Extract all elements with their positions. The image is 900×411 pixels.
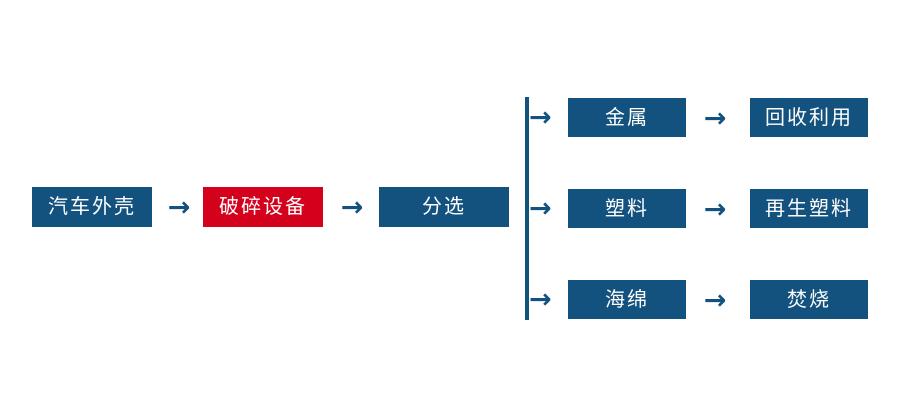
node-car-shell[interactable]: 汽车外壳 [32,187,152,227]
arrow-crusher-to-sorting-icon: → [340,191,364,223]
node-crusher-equipment[interactable]: 破碎设备 [203,187,323,227]
node-metal[interactable]: 金属 [568,98,686,137]
arrow-plastic-to-regenerated-icon: → [703,193,727,225]
node-plastic[interactable]: 塑料 [568,189,686,228]
branch-arrow-metal-icon: → [529,101,552,133]
node-sorting[interactable]: 分选 [379,187,509,227]
node-regenerated-plastic[interactable]: 再生塑料 [750,189,868,228]
branch-arrow-sponge-icon: → [529,283,552,315]
arrow-car-to-crusher-icon: → [167,191,191,223]
arrow-metal-to-recycle-icon: → [703,102,727,134]
branch-arrow-plastic-icon: → [529,192,552,224]
arrow-sponge-to-incineration-icon: → [703,284,727,316]
split-bar [525,97,529,320]
node-recycle-reuse[interactable]: 回收利用 [750,98,868,137]
node-sponge[interactable]: 海绵 [568,280,686,319]
node-incineration[interactable]: 焚烧 [750,280,868,319]
